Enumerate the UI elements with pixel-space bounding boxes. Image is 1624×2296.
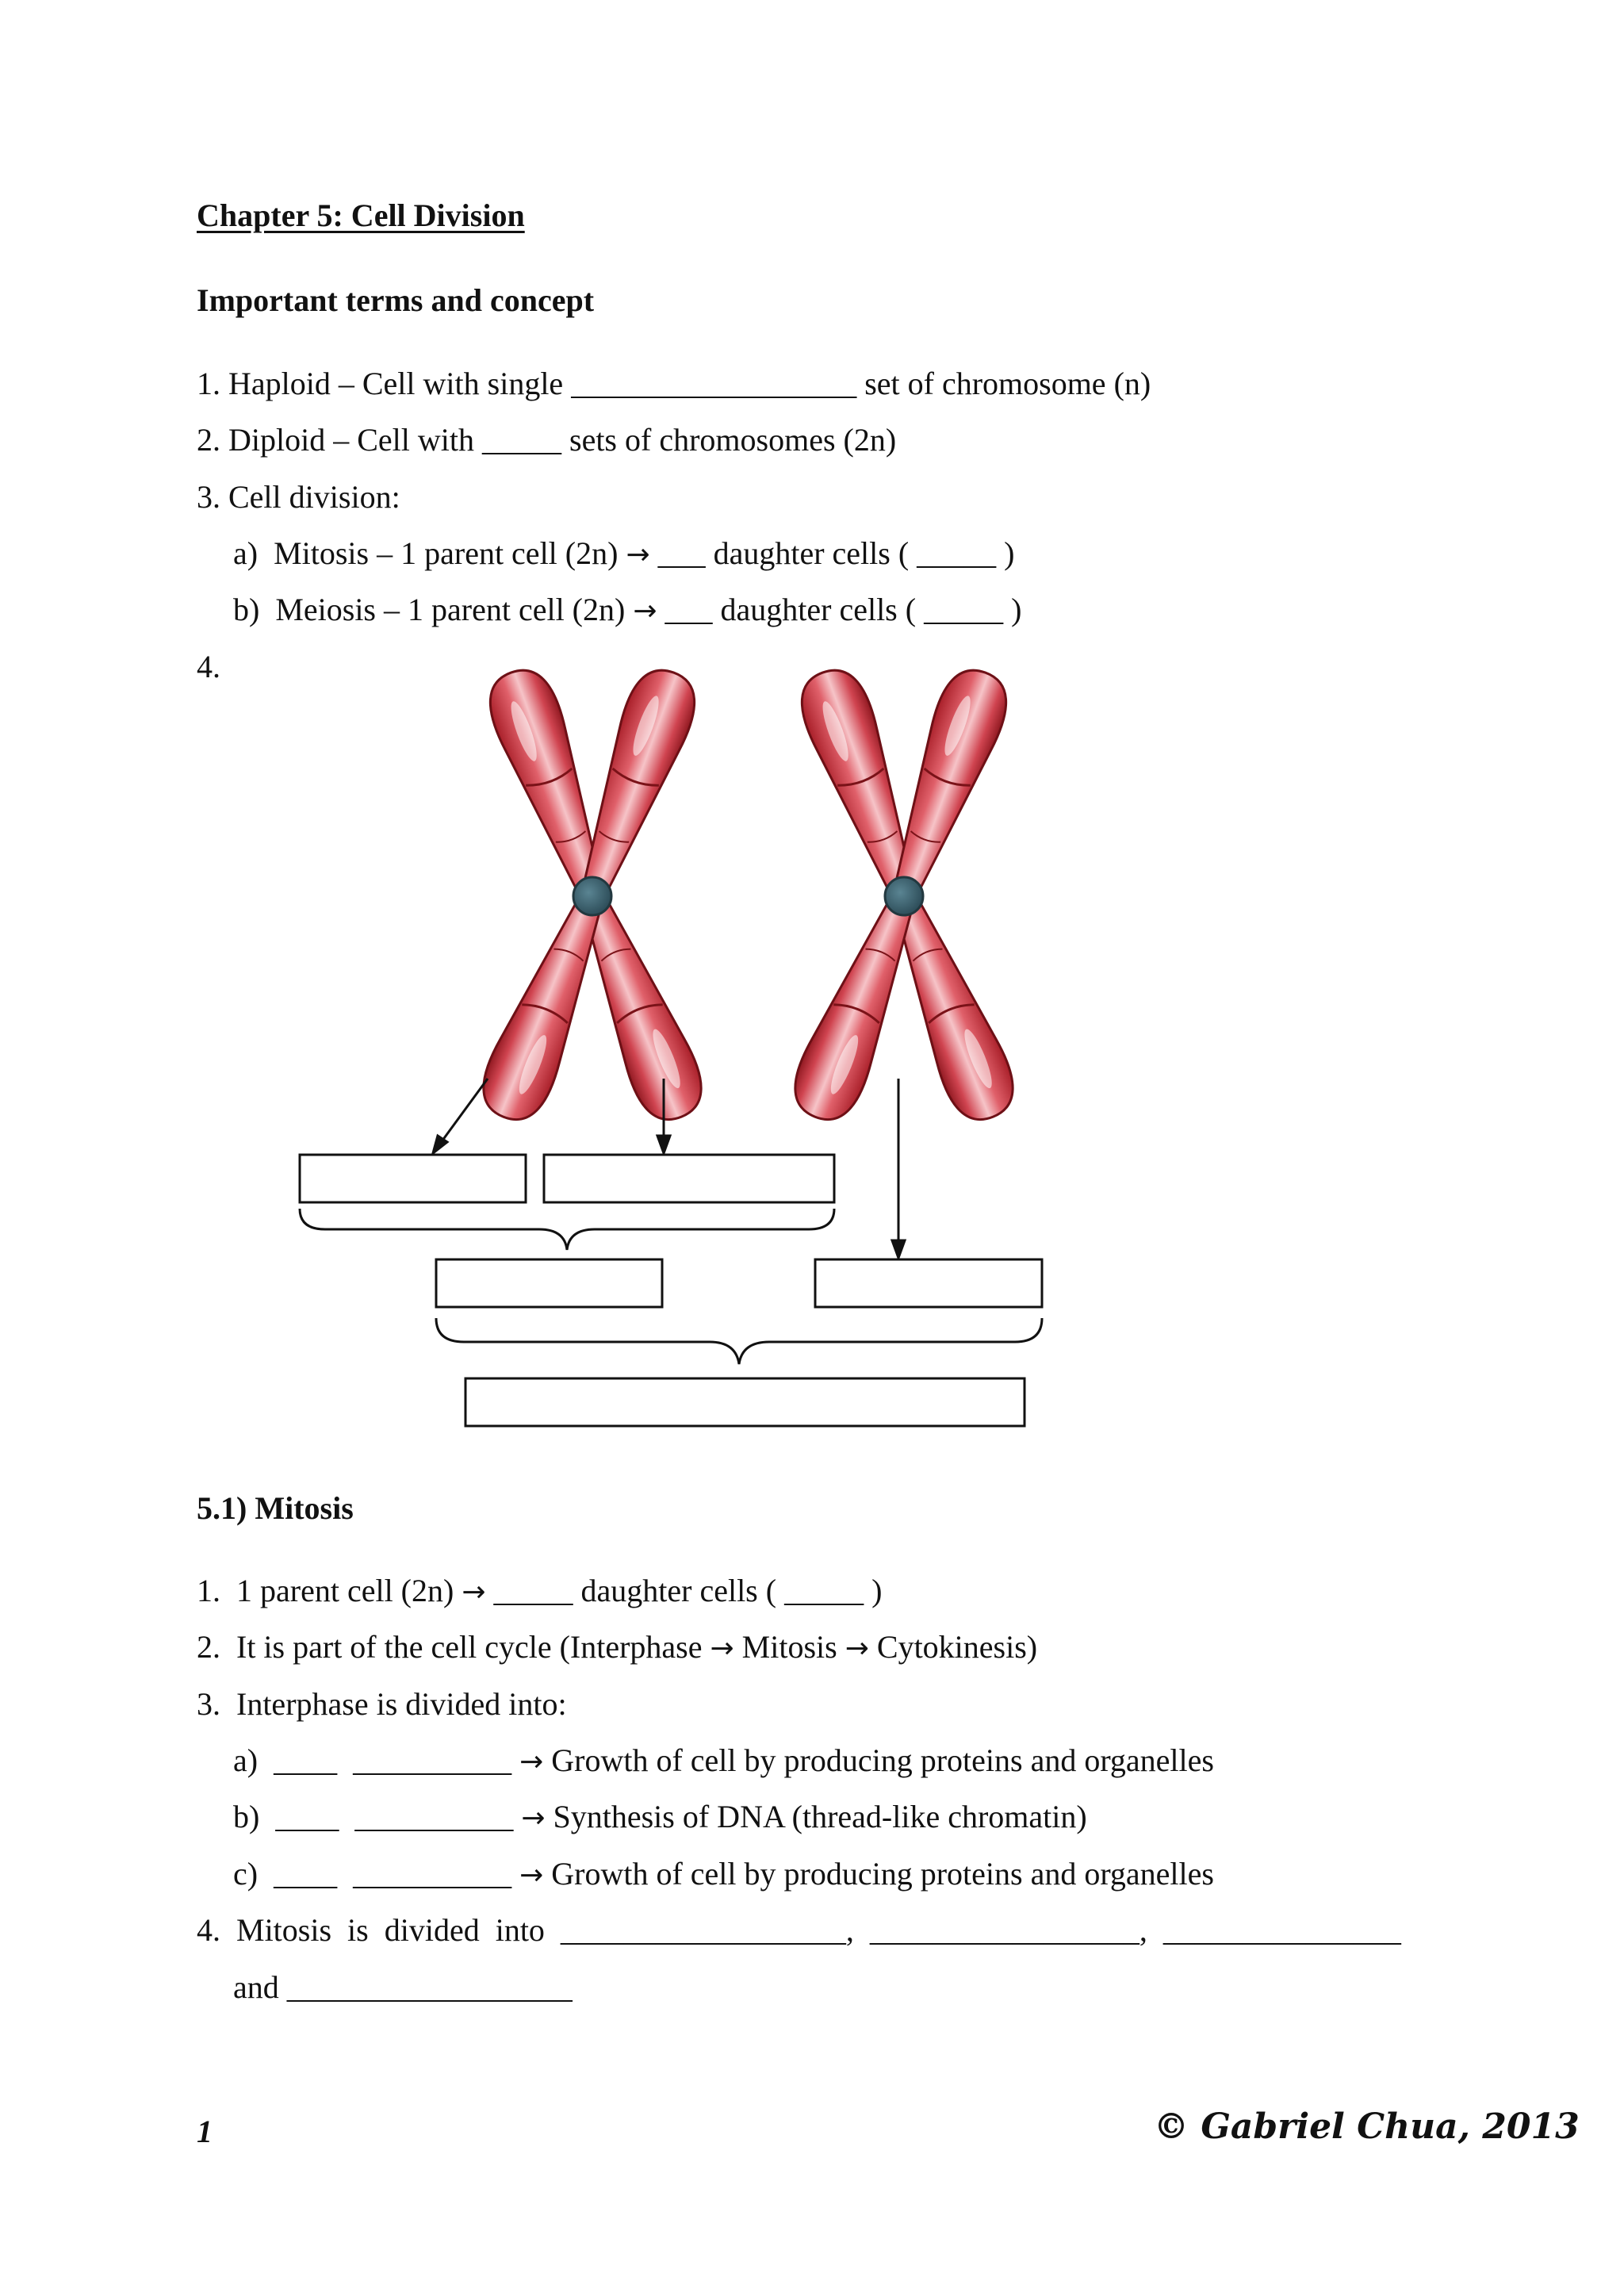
- term-mitosis: a) Mitosis – 1 parent cell (2n) → ___ da…: [233, 535, 1015, 574]
- mitosis-item-1: 1. 1 parent cell (2n) → _____ daughter c…: [197, 1572, 882, 1612]
- centromere-icon: [883, 876, 925, 917]
- arrow-right-icon: →: [633, 595, 657, 627]
- page-number: 1: [197, 2114, 213, 2149]
- mitosis-item-2-mid: Mitosis: [733, 1629, 845, 1665]
- arrow-right-icon: →: [710, 1632, 734, 1665]
- chromosome-diagram: [298, 660, 1044, 1428]
- arrow-head-icon: [655, 1134, 672, 1157]
- arrow-head-icon: [431, 1133, 450, 1156]
- interphase-item-c: c) ____ __________ → Growth of cell by p…: [233, 1855, 1214, 1895]
- label-arrow: [439, 1078, 489, 1144]
- interphase-item-b-text: Synthesis of DNA (thread-like chromatin): [545, 1799, 1087, 1834]
- term-haploid: 1. Haploid – Cell with single __________…: [197, 366, 1151, 401]
- section-heading-terms: Important terms and concept: [197, 282, 595, 318]
- mitosis-item-2-text: 2. It is part of the cell cycle (Interph…: [197, 1629, 710, 1665]
- brace: [298, 1208, 836, 1251]
- term-meiosis-text: b) Meiosis – 1 parent cell (2n): [233, 592, 634, 627]
- mitosis-item-2: 2. It is part of the cell cycle (Interph…: [197, 1628, 1037, 1668]
- section-heading-mitosis: 5.1) Mitosis: [197, 1490, 354, 1526]
- mitosis-item-1-blanks: _____ daughter cells ( _____ ): [485, 1573, 883, 1608]
- interphase-item-b-blanks: b) ____ __________: [233, 1799, 522, 1834]
- term-diagram-number: 4.: [197, 649, 220, 684]
- answer-box[interactable]: [435, 1258, 664, 1309]
- term-mitosis-blanks: ___ daughter cells ( _____ ): [649, 535, 1015, 571]
- mitosis-item-1-text: 1. 1 parent cell (2n): [197, 1573, 462, 1608]
- answer-box[interactable]: [542, 1153, 836, 1204]
- interphase-item-a-blanks: a) ____ __________: [233, 1742, 520, 1778]
- arrow-right-icon: →: [521, 1802, 546, 1834]
- mitosis-item-4: 4. Mitosis is divided into _____________…: [197, 1912, 1401, 1948]
- interphase-item-a-text: Growth of cell by producing proteins and…: [543, 1742, 1214, 1778]
- brace: [435, 1317, 1044, 1365]
- answer-box[interactable]: [814, 1258, 1044, 1309]
- term-diploid: 2. Diploid – Cell with _____ sets of chr…: [197, 422, 897, 458]
- mitosis-item-3: 3. Interphase is divided into:: [197, 1686, 567, 1722]
- answer-box[interactable]: [464, 1377, 1026, 1428]
- arrow-right-icon: →: [845, 1632, 869, 1665]
- arrow-right-icon: →: [519, 1859, 544, 1892]
- interphase-item-c-blanks: c) ____ __________: [233, 1856, 520, 1892]
- interphase-item-c-text: Growth of cell by producing proteins and…: [543, 1856, 1214, 1892]
- arrow-right-icon: →: [462, 1576, 486, 1608]
- arrow-head-icon: [890, 1239, 907, 1262]
- term-mitosis-text: a) Mitosis – 1 parent cell (2n): [233, 535, 626, 571]
- copyright-notice: © Gabriel Chua, 2013: [1154, 2106, 1580, 2147]
- answer-box[interactable]: [298, 1153, 527, 1204]
- mitosis-item-2-end: Cytokinesis): [868, 1629, 1038, 1665]
- chromosome-right: [782, 660, 1026, 1131]
- interphase-item-a: a) ____ __________ → Growth of cell by p…: [233, 1742, 1214, 1781]
- page-title: Chapter 5: Cell Division: [197, 197, 525, 233]
- centromere-icon: [572, 876, 613, 917]
- interphase-item-b: b) ____ __________ → Synthesis of DNA (t…: [233, 1798, 1087, 1838]
- term-meiosis-blanks: ___ daughter cells ( _____ ): [657, 592, 1022, 627]
- arrow-right-icon: →: [626, 539, 650, 571]
- arrow-right-icon: →: [519, 1746, 544, 1778]
- mitosis-item-4-continued: and __________________: [233, 1969, 573, 2005]
- chromosome-left: [470, 660, 714, 1131]
- term-cell-division: 3. Cell division:: [197, 479, 400, 515]
- term-meiosis: b) Meiosis – 1 parent cell (2n) → ___ da…: [233, 591, 1021, 631]
